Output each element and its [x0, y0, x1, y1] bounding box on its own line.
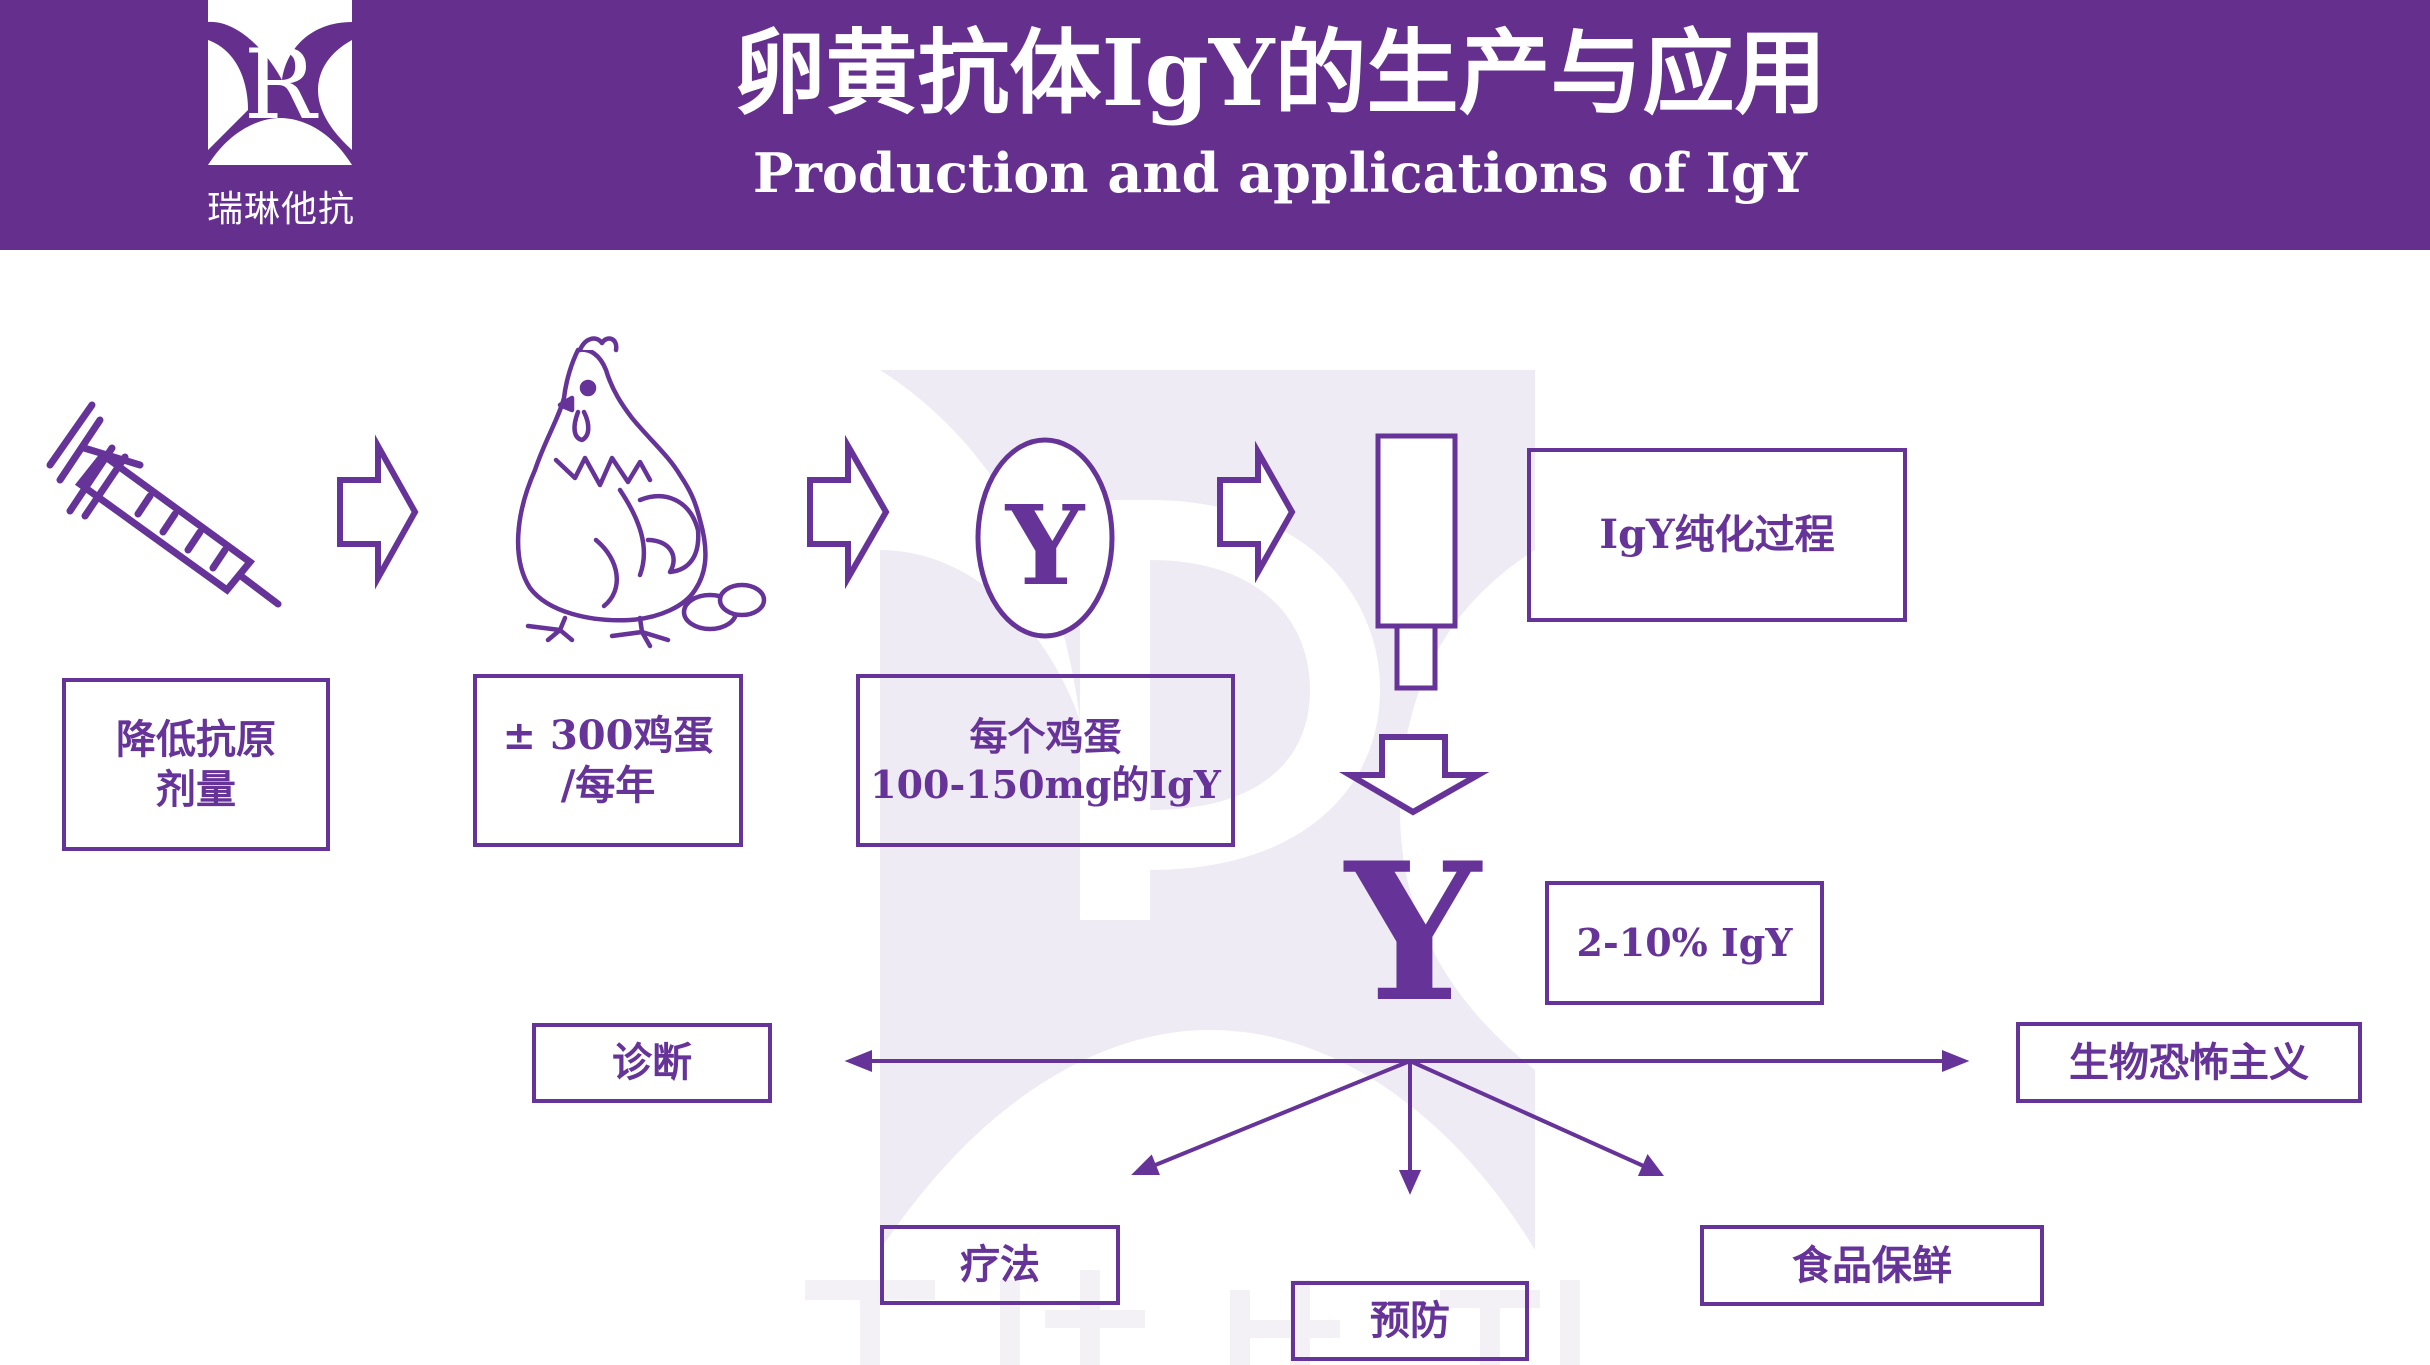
purification-label: IgY纯化过程	[1599, 511, 1835, 558]
arrow-down-icon	[1338, 734, 1490, 816]
prevention-box: 预防	[1291, 1281, 1529, 1361]
eggs-per-year-box: ± 300鸡蛋 /每年	[473, 674, 743, 847]
diagnosis-label: 诊断	[612, 1039, 692, 1086]
igy-per-egg-label: 每个鸡蛋 100-150mg的IgY	[870, 714, 1221, 807]
header-bar: R 瑞琳他抗 卵黄抗体IgY的生产与应用 Production and appl…	[0, 0, 2430, 250]
low-dose-box: 降低抗原 剂量	[62, 678, 330, 851]
purification-box: IgY纯化过程	[1527, 448, 1907, 622]
diagnosis-box: 诊断	[532, 1023, 772, 1103]
logo-icon: R	[208, 0, 352, 165]
column-icon	[1375, 433, 1458, 691]
application-arrows	[844, 1050, 1970, 1195]
eggs-per-year-label: ± 300鸡蛋 /每年	[502, 711, 714, 809]
yield-box: 2-10% IgY	[1545, 881, 1824, 1005]
page-subtitle: Production and applications of IgY	[752, 141, 1808, 205]
therapy-label: 疗法	[960, 1241, 1040, 1288]
prevention-label: 预防	[1370, 1297, 1450, 1344]
hen-icon	[515, 336, 767, 649]
svg-text:Y: Y	[1005, 481, 1086, 610]
bioterrorism-box: 生物恐怖主义	[2016, 1022, 2362, 1103]
bioterrorism-label: 生物恐怖主义	[2069, 1038, 2309, 1086]
syringe-icon	[46, 401, 282, 608]
yield-label: 2-10% IgY	[1576, 920, 1793, 966]
igy-product-symbol: Y	[1345, 821, 1481, 1044]
therapy-box: 疗法	[880, 1225, 1120, 1305]
arrow-right-icon	[1217, 440, 1296, 584]
egg-icon: Y	[975, 437, 1115, 639]
arrow-right-icon	[337, 434, 419, 590]
svg-text:R: R	[244, 29, 319, 141]
igy-per-egg-box: 每个鸡蛋 100-150mg的IgY	[856, 674, 1235, 847]
low-dose-label: 降低抗原 剂量	[116, 715, 276, 813]
arrow-right-icon	[807, 434, 890, 590]
food-preservation-box: 食品保鲜	[1700, 1225, 2044, 1306]
food-preservation-label: 食品保鲜	[1792, 1241, 1952, 1289]
logo-text: 瑞琳他抗	[206, 189, 355, 230]
page-title: 卵黄抗体IgY的生产与应用	[733, 19, 1827, 127]
